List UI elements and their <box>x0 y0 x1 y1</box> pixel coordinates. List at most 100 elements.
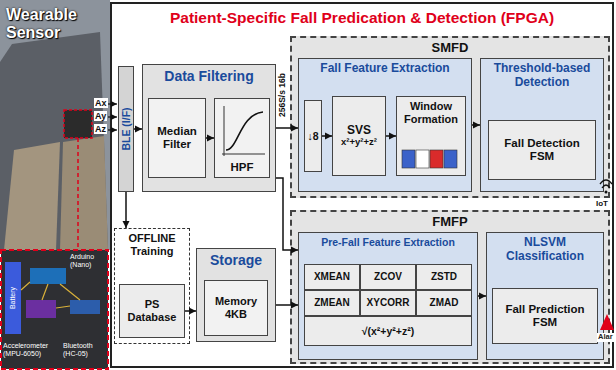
downsample-box: ↓8 <box>304 100 322 172</box>
signal-line <box>108 129 117 130</box>
svs-box: SVSx²+y²+z² <box>332 96 386 176</box>
node-text: ZMEAN <box>314 297 350 309</box>
node-text: Storage <box>201 252 271 268</box>
median-filter-box: Median Filter <box>148 98 206 178</box>
node-text: ↓8 <box>307 130 318 142</box>
connector-arrow <box>206 137 214 139</box>
window-bar <box>402 150 415 168</box>
connector-arrow <box>386 135 396 137</box>
sensor-device <box>64 110 92 138</box>
node-text: BLE (I/F) <box>120 107 132 150</box>
smfd-region: SMFD Fall Feature Extraction ↓8 SVSx²+y²+z²… <box>290 36 610 198</box>
ble-interface-box: BLE (I/F) <box>118 66 134 192</box>
node-text: Fall Detection FSM <box>493 137 591 163</box>
window-bar <box>416 150 429 168</box>
output-label: IoT <box>595 199 609 208</box>
node-text: NLSVM Classification <box>491 236 599 264</box>
battery-part <box>5 262 21 334</box>
signal-line <box>108 116 117 117</box>
component-label: Arduino (Nano) <box>70 253 106 269</box>
signal-line <box>108 103 117 104</box>
feature-cell: XYCORR <box>360 290 416 316</box>
window-bar <box>444 150 457 168</box>
wire <box>21 282 80 308</box>
threshold-detection-box: Threshold-based DetectionFall Detection … <box>480 58 604 192</box>
window-bar <box>430 150 443 168</box>
arduino-part <box>30 268 66 284</box>
node-text: Memory 4KB <box>209 295 263 320</box>
hpf-response-curve <box>226 112 263 150</box>
offline-training-box: OFFLINE Training PS Database <box>114 228 190 344</box>
data-filtering-box: Data FilteringMedian FilterHPF <box>142 64 276 192</box>
node-text: ZCOV <box>374 271 402 283</box>
photo-background <box>0 0 110 250</box>
leg-shape <box>4 142 60 250</box>
node-text: Data Filtering <box>147 68 271 84</box>
component-label: Accelerometer (MPU-6050) <box>3 342 61 358</box>
memory-box: Memory 4KB <box>204 280 268 336</box>
node-text: PS Database <box>124 298 180 323</box>
wifi-icon <box>600 180 612 188</box>
bluetooth-part <box>70 300 100 314</box>
output-label: Alar <box>597 333 614 342</box>
node-text: ZMAD <box>430 297 459 309</box>
prefall-extraction-box: Pre-Fall Feature ExtractionXMEAN ZCOV ZSTD… <box>298 232 478 360</box>
connector-arrow <box>276 304 298 306</box>
storage-box: StorageMemory 4KB <box>196 248 276 342</box>
node-text: Threshold-based Detection <box>485 62 599 90</box>
node-text: Pre-Fall Feature Extraction <box>303 236 473 248</box>
feature-cell: ZSTD <box>416 264 472 290</box>
plot-axes <box>222 106 265 156</box>
node-text: OFFLINE Training <box>119 232 185 257</box>
node-text: Fall Prediction FSM <box>497 303 593 329</box>
connector-arrow <box>322 135 332 137</box>
component-label: Battery <box>9 287 17 309</box>
database-box: PS Database <box>119 284 185 338</box>
body-shape <box>0 32 108 250</box>
feature-cell: XMEAN <box>304 264 360 290</box>
circuit-photo <box>1 250 108 369</box>
feature-extraction-box: Fall Feature Extraction ↓8 SVSx²+y²+z² Wind… <box>298 58 472 192</box>
signal-name: Az <box>94 124 107 134</box>
node-text: SMFD <box>296 41 604 56</box>
node-text: x²+y²+z² <box>341 137 377 148</box>
node-text: √(x²+y²+z²) <box>362 325 414 337</box>
fpga-system-box: Patient-Specific Fall Predication & Dete… <box>110 2 614 368</box>
feature-cell: ZMAD <box>416 290 472 316</box>
fsm-box: Fall Detection FSM <box>488 120 596 180</box>
node-text: ZSTD <box>431 271 457 283</box>
node-text: SVS <box>347 124 371 138</box>
window-formation-box: Window Formation <box>396 96 466 176</box>
feature-cell: ZCOV <box>360 264 416 290</box>
node-text: XMEAN <box>314 271 350 283</box>
connector-arrow <box>276 178 298 250</box>
component-label: Bluetooth (HC-05) <box>63 342 107 358</box>
signal-name: Ax <box>94 98 108 108</box>
connector-arrow <box>276 127 298 129</box>
node-text: FMFP <box>296 215 604 230</box>
sensor-title: Wearable Sensor <box>6 6 92 43</box>
node-text: Median Filter <box>153 125 201 151</box>
fsm-box: Fall Prediction FSM <box>492 288 598 344</box>
node-text: Window Formation <box>401 100 461 125</box>
callout-line <box>77 138 79 250</box>
alarm-icon <box>600 314 614 330</box>
connector-arrow <box>134 128 142 130</box>
nlsvm-box: NLSVM ClassificationFall Prediction FSM <box>486 232 604 360</box>
leg-shape <box>60 136 108 250</box>
connector-arrow <box>185 310 196 312</box>
node-text: Patient-Specific Fall Predication & Dete… <box>116 9 608 27</box>
fmfp-region: FMFP Pre-Fall Feature ExtractionXMEAN ZCOV… <box>290 210 610 364</box>
node-text: HPF <box>231 161 254 174</box>
feature-cell: ZMEAN <box>304 290 360 316</box>
accelerometer-part <box>26 300 56 318</box>
connector-arrow <box>472 124 480 126</box>
feature-cell: √(x²+y²+z²) <box>304 316 472 346</box>
connector-arrow <box>125 192 127 228</box>
wifi-icon <box>605 191 608 194</box>
connector-arrow <box>478 295 486 297</box>
node-text: Fall Feature Extraction <box>303 62 467 76</box>
edge-label: 256S/s 16b <box>278 72 288 118</box>
